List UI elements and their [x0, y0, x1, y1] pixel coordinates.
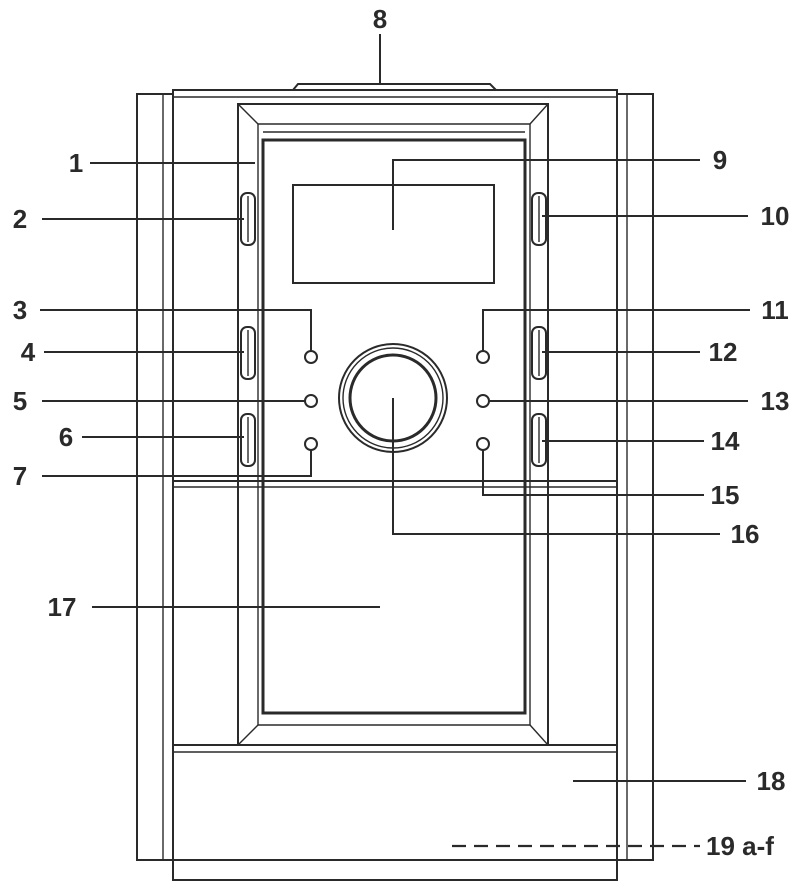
- callout-16: 16: [731, 519, 760, 549]
- leader-16: [392, 398, 720, 535]
- callout-labels: 8 1 2 3 4 5 6 7 9 10 11 12 13 14 15 16 1…: [13, 4, 790, 861]
- callout-7: 7: [13, 461, 27, 491]
- top-button: [290, 83, 499, 91]
- callout-18: 18: [757, 766, 786, 796]
- callout-19: 19 a-f: [706, 831, 774, 861]
- callout-8: 8: [373, 4, 387, 34]
- leader-9: [392, 159, 700, 230]
- small-button-15: [476, 437, 490, 451]
- callout-11: 11: [761, 295, 789, 325]
- right-side-panel: [616, 93, 654, 861]
- leader-11: [482, 309, 750, 351]
- small-button-13: [476, 394, 490, 408]
- callout-13: 13: [761, 386, 790, 416]
- callout-1: 1: [69, 148, 83, 178]
- small-button-3: [304, 350, 318, 364]
- small-button-5: [304, 394, 318, 408]
- callout-9: 9: [713, 145, 727, 175]
- callout-6: 6: [59, 422, 73, 452]
- callout-4: 4: [21, 337, 36, 367]
- callout-17: 17: [48, 592, 77, 622]
- leader-lines: [40, 34, 750, 848]
- callout-10: 10: [761, 201, 790, 231]
- device-body: [136, 83, 654, 881]
- small-button-7: [304, 437, 318, 451]
- main-housing: [172, 89, 618, 881]
- callout-2: 2: [13, 204, 27, 234]
- callout-12: 12: [709, 337, 738, 367]
- small-button-11: [476, 350, 490, 364]
- callout-14: 14: [711, 426, 740, 456]
- front-door: [261, 138, 527, 715]
- callout-3: 3: [13, 295, 27, 325]
- leader-15: [482, 450, 704, 496]
- callout-5: 5: [13, 386, 27, 416]
- callout-15: 15: [711, 480, 740, 510]
- leader-7: [42, 450, 312, 477]
- leader-3: [40, 309, 312, 351]
